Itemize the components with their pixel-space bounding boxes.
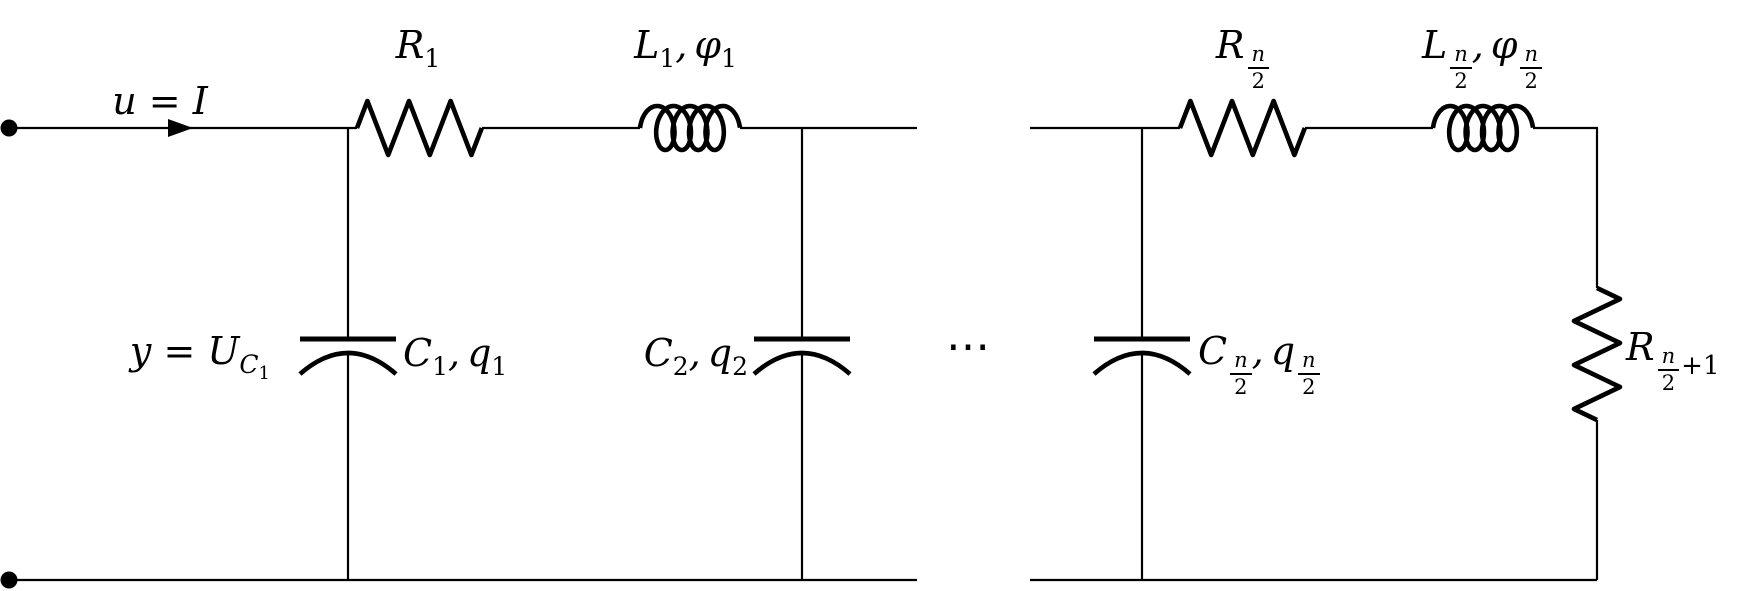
- rn-base: R: [1215, 23, 1245, 67]
- c2-sep: ,: [688, 331, 701, 375]
- c1-sep: ,: [447, 331, 461, 375]
- l1-base2: φ: [694, 23, 721, 67]
- resistor-r1-label: R1: [383, 23, 453, 74]
- inductor-ln2: [1430, 103, 1536, 153]
- input-current-text: u = I: [112, 79, 208, 123]
- ln-frac2-den: 2: [1520, 67, 1542, 93]
- c1-sub2: 1: [491, 352, 508, 381]
- capacitor-c1-label: C1,q1: [403, 331, 508, 382]
- c2-base2: q: [707, 331, 733, 375]
- resistor-rn2: [1177, 98, 1307, 158]
- resistor-r1: [354, 98, 484, 158]
- output-subsub: 1: [258, 363, 270, 384]
- ln-sep: ,: [1471, 23, 1484, 67]
- l1-sub2: 1: [720, 44, 737, 73]
- output-sub: C: [239, 350, 259, 379]
- capacitor-cn-plate-curved: [1092, 350, 1192, 376]
- r1-sub: 1: [424, 44, 441, 73]
- rn1-base: R: [1626, 325, 1655, 369]
- inductor-l1-label: L1,φ1: [613, 23, 758, 74]
- capacitor-c1-plate-curved: [298, 350, 398, 376]
- l1-sub: 1: [659, 44, 676, 73]
- ln-frac-num: n: [1454, 42, 1468, 67]
- cn-frac2-den: 2: [1298, 373, 1320, 399]
- rn1-suffix: +1: [1681, 351, 1720, 381]
- ellipsis-label: ⋯: [925, 321, 1015, 373]
- rn-frac-den: 2: [1247, 67, 1270, 93]
- cn-frac-num: n: [1234, 348, 1248, 373]
- c1-base2: q: [467, 331, 492, 375]
- rn1-frac-den: 2: [1657, 369, 1680, 395]
- output-pre: y = U: [129, 329, 240, 373]
- wire-top-right: [1030, 126, 1599, 288]
- rn1-frac-num: n: [1661, 344, 1676, 369]
- rn-frac-num: n: [1251, 42, 1266, 67]
- c2-base: C: [643, 331, 673, 375]
- c2-sub: 2: [672, 352, 689, 381]
- output-voltage-label: y = UC1: [80, 329, 270, 385]
- c1-sub: 1: [432, 352, 448, 381]
- resistor-rn2plus1: [1571, 285, 1623, 423]
- inductor-l1: [637, 103, 743, 153]
- ellipsis-text: ⋯: [946, 321, 994, 372]
- cn-base2: q: [1270, 329, 1296, 373]
- c1-base: C: [403, 331, 433, 375]
- wire-bottom-right: [1030, 420, 1599, 582]
- capacitor-c2-plate-curved: [752, 350, 852, 376]
- c2-sub2: 2: [732, 352, 748, 381]
- ln-base2: φ: [1490, 23, 1518, 67]
- cn-frac-den: 2: [1230, 373, 1252, 399]
- r1-base: R: [395, 23, 425, 67]
- input-current-label: u = I: [105, 79, 215, 124]
- l1-sep: ,: [675, 23, 688, 67]
- l1-base: L: [634, 23, 660, 67]
- capacitor-c2-label: C2,q2: [620, 331, 748, 382]
- ln-frac2-num: n: [1524, 42, 1538, 67]
- cn-base: C: [1198, 329, 1228, 373]
- cn-sep: ,: [1251, 329, 1264, 373]
- ln-frac-den: 2: [1450, 67, 1472, 93]
- ln-base: L: [1422, 23, 1448, 67]
- cn-frac2-num: n: [1302, 348, 1316, 373]
